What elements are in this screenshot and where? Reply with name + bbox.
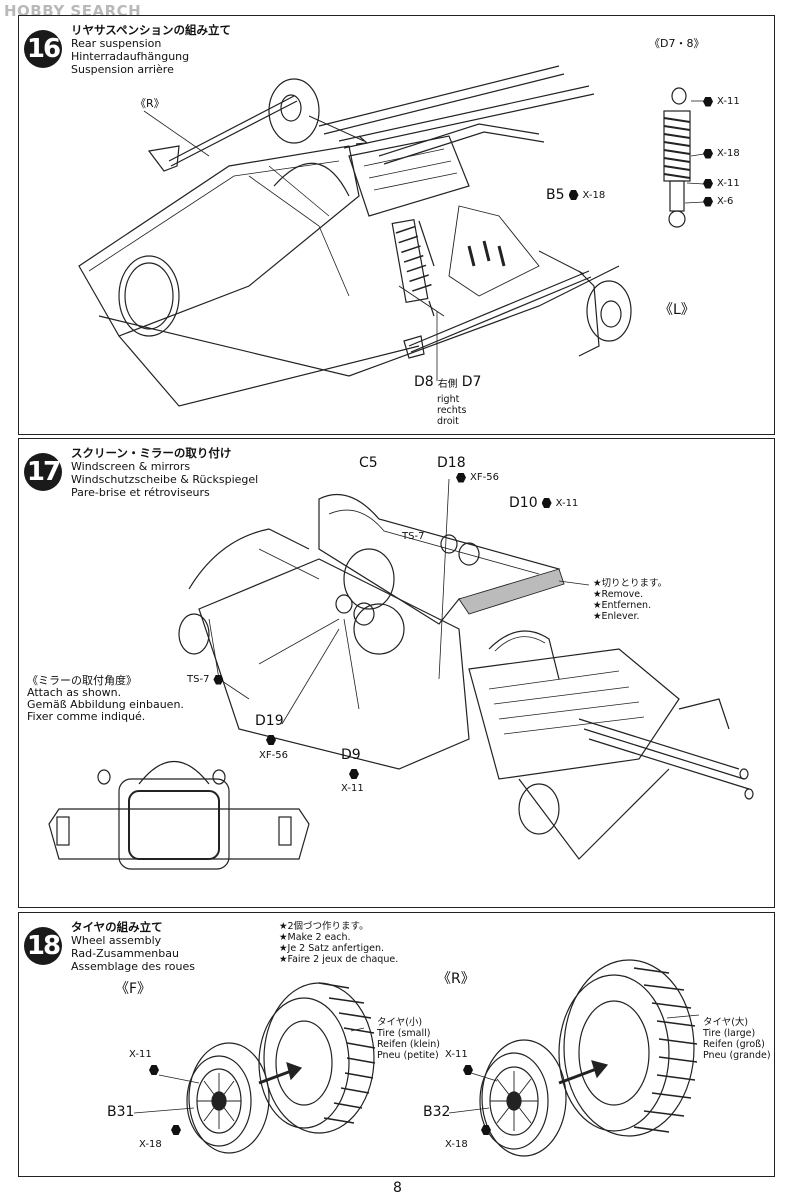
shock-screw-4: X-6 [703, 196, 733, 207]
title-en: Rear suspension [71, 37, 162, 50]
nut-icon [456, 472, 466, 483]
right-side-note: right rechts droit [437, 394, 467, 427]
rear-suspension-drawing [78, 65, 705, 407]
tire-large-note: タイヤ(大) Tire (large) Reifen (groß) Pneu (… [703, 1017, 771, 1061]
label-l: 《L》 [659, 302, 695, 318]
nut-icon [481, 1125, 491, 1135]
step-16-panel: 16 リヤサスペンションの組み立て Rear suspension Hinter… [18, 15, 775, 435]
title-jp: タイヤの組み立て [71, 920, 163, 934]
d19-screw: XF-56 [259, 750, 288, 761]
rear-top-screw: X-11 [445, 1049, 468, 1060]
nut-icon [541, 498, 552, 508]
part-d8-d7: D8 右側 D7 [414, 374, 482, 390]
page-number: 8 [393, 1180, 402, 1196]
front-top-screw: X-11 [129, 1049, 152, 1060]
nut-icon [171, 1125, 181, 1135]
label-rear: 《R》 [437, 971, 475, 987]
title-en: Windscreen & mirrors [71, 460, 191, 473]
front-bottom-screw: X-18 [139, 1139, 162, 1150]
label-r: 《R》 [135, 97, 165, 110]
nut-icon [703, 196, 713, 207]
title-fr: Assemblage des roues [71, 960, 195, 973]
nut-icon [266, 735, 276, 745]
nut-icon [703, 96, 713, 107]
part-b32: B32 [423, 1104, 451, 1120]
shock-screw-2: X-18 [703, 148, 740, 159]
nut-icon [213, 674, 224, 685]
title-jp: スクリーン・ミラーの取り付け [71, 446, 232, 460]
step-18-panel: 18 タイヤの組み立て Wheel assembly Rad-Zusammenb… [18, 912, 775, 1177]
part-b31: B31 [107, 1104, 135, 1120]
title-jp: リヤサスペンションの組み立て [71, 23, 231, 37]
part-d9: D9 [341, 747, 361, 763]
part-d19: D19 [255, 713, 284, 729]
step-number-badge: 16 [24, 30, 62, 68]
step-number-badge: 18 [24, 927, 62, 965]
d18-screw: XF-56 [456, 472, 499, 483]
label-d7-8: 《D7・8》 [649, 37, 705, 50]
nut-icon [349, 769, 359, 779]
step-17-panel: 17 スクリーン・ミラーの取り付け Windscreen & mirrors W… [18, 438, 775, 908]
title-en: Wheel assembly [71, 934, 162, 947]
mirror-angle-note: 《ミラーの取付角度》 Attach as shown. Gemäß Abbild… [27, 674, 184, 723]
shock-screw-1: X-11 [703, 96, 740, 107]
nut-icon [149, 1065, 159, 1075]
d9-screw: X-11 [341, 783, 364, 794]
part-d18: D18 [437, 455, 466, 471]
remove-note: ★切りとります。 ★Remove. ★Entfernen. ★Enlever. [593, 578, 668, 622]
step-number-badge: 17 [24, 453, 62, 491]
ts7-left: TS-7 [187, 674, 224, 685]
tire-small-note: タイヤ(小) Tire (small) Reifen (klein) Pneu … [377, 1017, 440, 1061]
windscreen-drawing [48, 478, 754, 870]
nut-icon [568, 190, 579, 200]
make-note: ★2個づつ作ります。 ★Make 2 each. ★Je 2 Satz anfe… [279, 921, 399, 965]
part-c5: C5 [359, 455, 378, 471]
shock-screw-3: X-11 [703, 178, 740, 189]
nut-icon [463, 1065, 473, 1075]
title-fr: Suspension arrière [71, 63, 174, 76]
wheel-assembly-drawing [133, 959, 700, 1157]
step-title: タイヤの組み立て Wheel assembly Rad-Zusammenbau … [71, 920, 195, 974]
ts7-top: TS-7 [402, 531, 425, 542]
nut-icon [703, 178, 713, 189]
title-de: Windschutzscheibe & Rückspiegel [71, 473, 259, 486]
title-de: Rad-Zusammenbau [71, 947, 179, 960]
step-title: スクリーン・ミラーの取り付け Windscreen & mirrors Wind… [71, 446, 259, 500]
rear-bottom-screw: X-18 [445, 1139, 468, 1150]
title-fr: Pare-brise et rétroviseurs [71, 486, 210, 499]
step-title: リヤサスペンションの組み立て Rear suspension Hinterrad… [71, 23, 231, 77]
title-de: Hinterradaufhängung [71, 50, 190, 63]
label-front: 《F》 [115, 981, 152, 997]
nut-icon [703, 148, 713, 159]
